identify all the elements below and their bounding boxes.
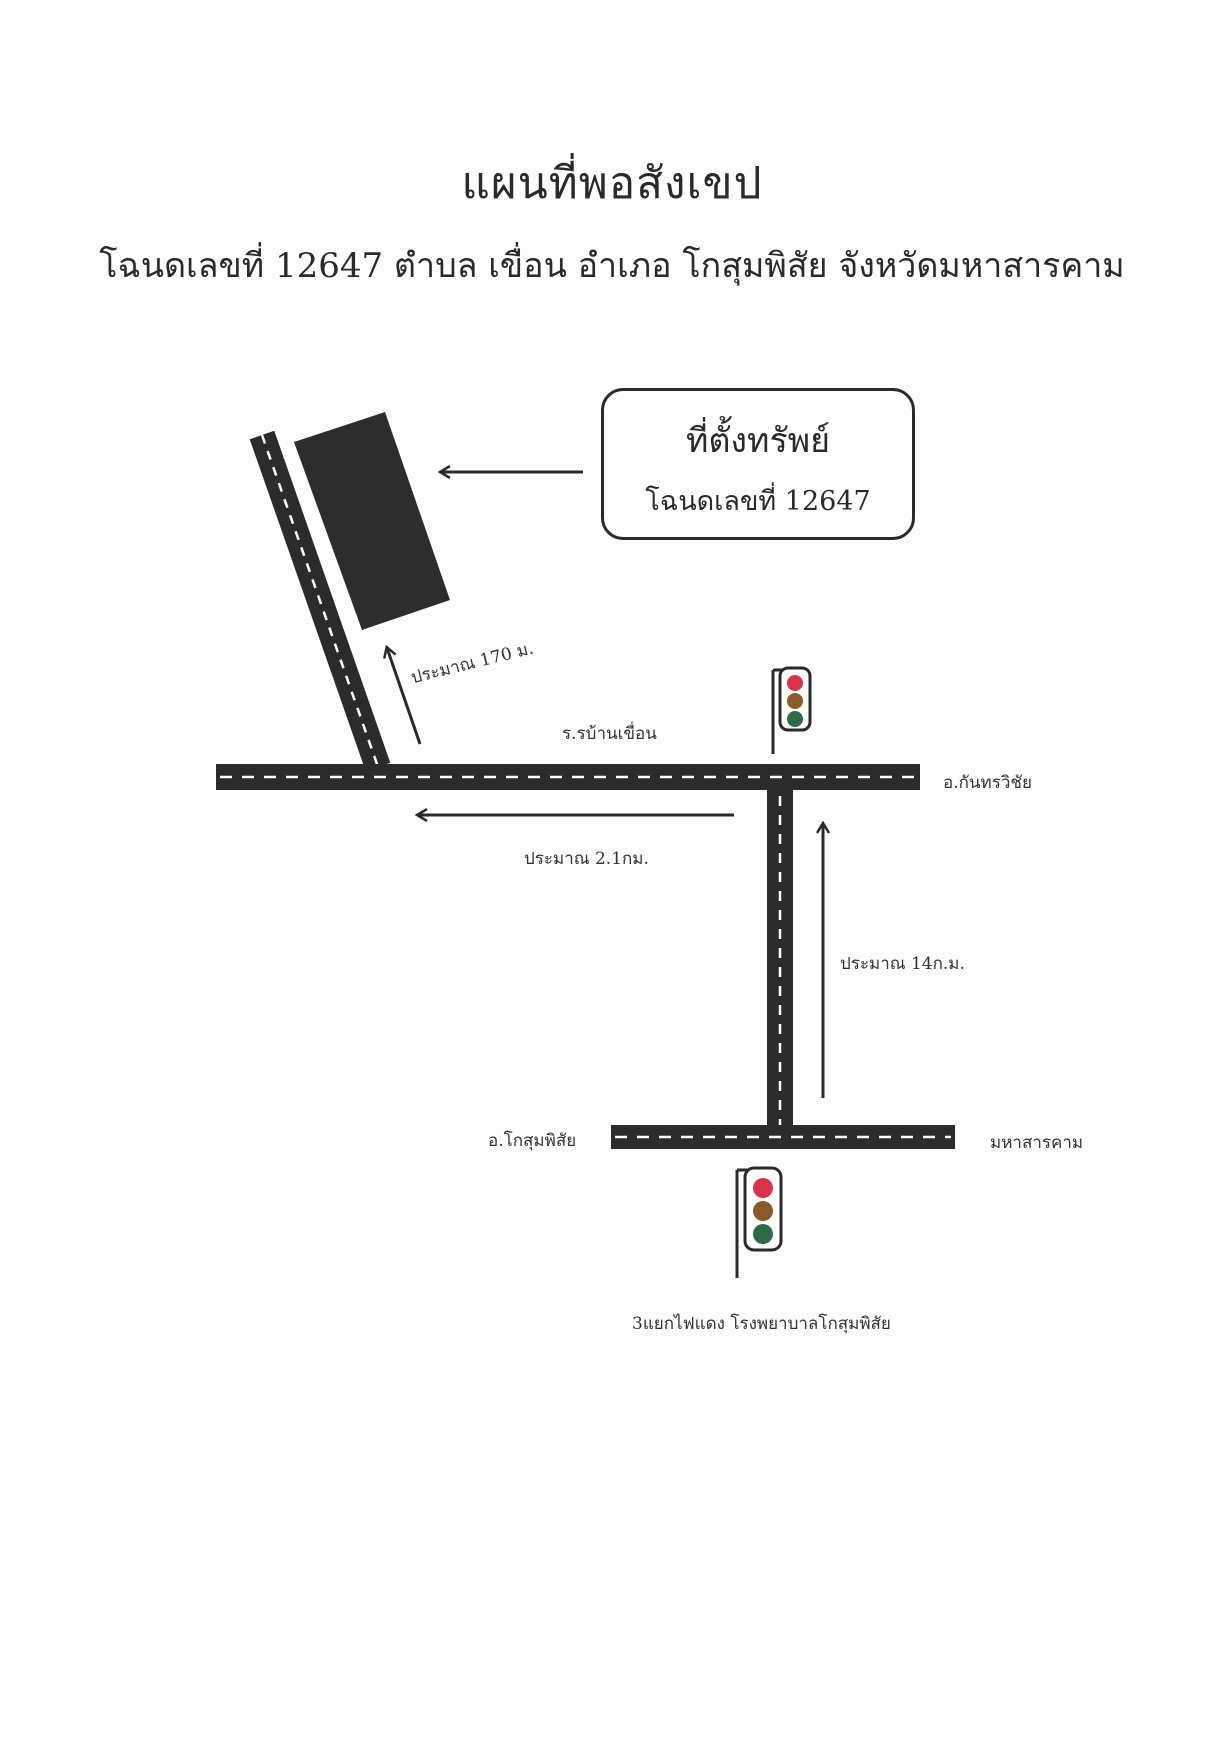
map-title: แผนที่พอสังเขป [461, 158, 763, 209]
distance-label-2-1km: ประมาณ 2.1กม. [524, 849, 649, 869]
school-label: ร.รบ้านเขื่อน [562, 724, 657, 744]
deed-number-label: โฉนดเลขที่ 12647 [645, 486, 871, 517]
arrow-170m [387, 648, 422, 745]
map-subtitle: โฉนดเลขที่ 12647 ตำบล เขื่อน อำเภอ โกสุม… [99, 246, 1125, 286]
kantharawichai-label: อ.กันทรวิชัย [943, 773, 1032, 793]
property-label: ที่ตั้งทรัพย์ [685, 421, 831, 461]
property-location-box: ที่ตั้งทรัพย์ โฉนดเลขที่ 12647 [601, 388, 915, 540]
property-parcel [294, 412, 450, 630]
traffic-light-icon [771, 666, 812, 754]
intersection-label: 3แยกไฟแดง โรงพยาบาลโกสุมพิสัย [632, 1314, 891, 1334]
main-road-east-west [216, 764, 920, 790]
road-bottom [611, 1125, 955, 1149]
road-north-south [767, 790, 793, 1132]
maha-sarakham-label: มหาสารคาม [990, 1133, 1084, 1153]
kosum-phisai-label: อ.โกสุมพิสัย [488, 1131, 577, 1151]
side-road [249, 430, 391, 772]
distance-label-14km: ประมาณ 14ก.ม. [840, 954, 965, 974]
traffic-light-icon [735, 1166, 783, 1278]
